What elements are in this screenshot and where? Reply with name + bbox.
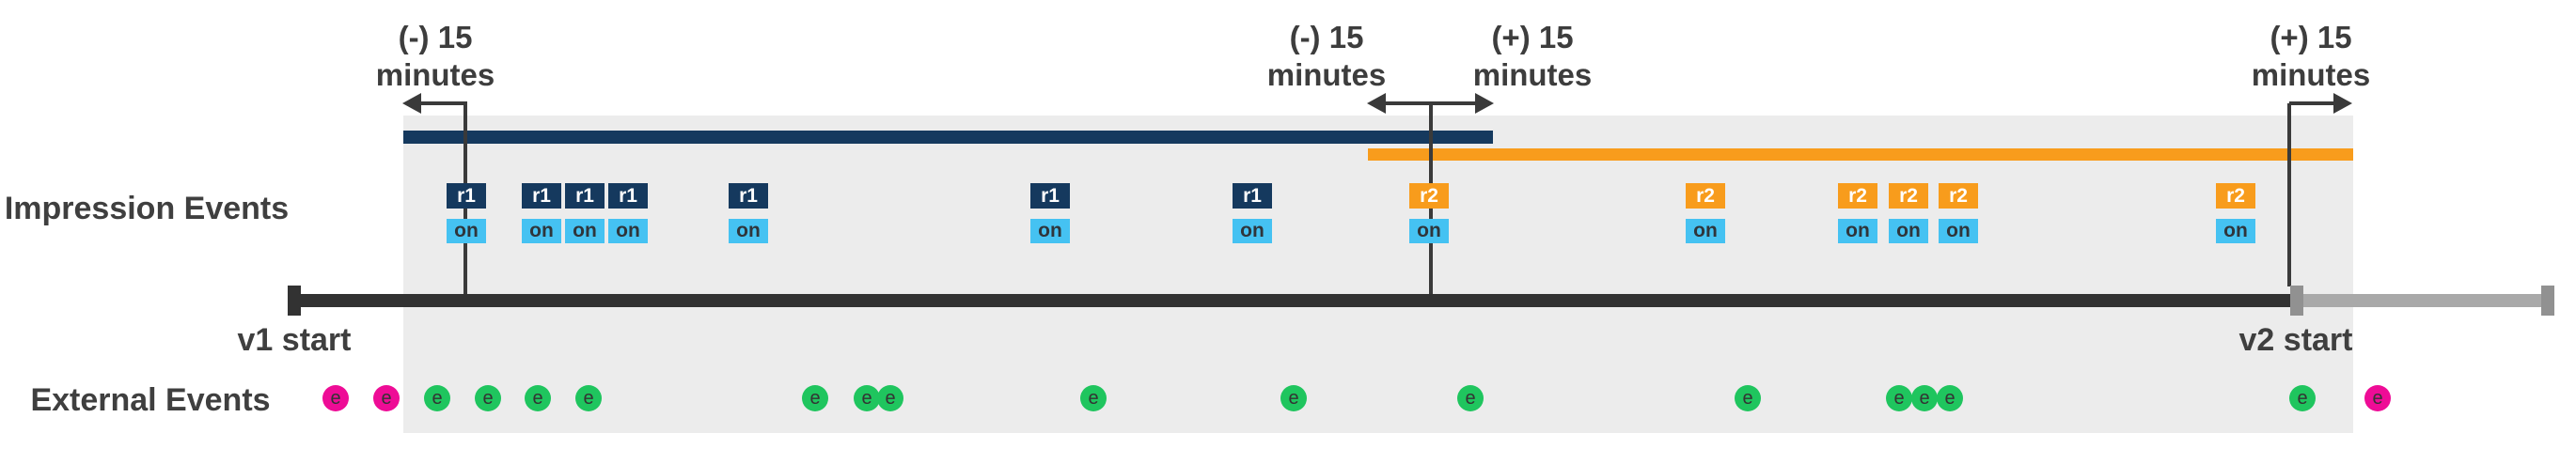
mid-plus15-label: (+) 15 minutes (1429, 19, 1636, 94)
external-event-circle-green: e (1080, 385, 1107, 411)
external-event-circle-green: e (575, 385, 602, 411)
v2-plus15-arrowhead-icon (2333, 93, 2352, 114)
external-event-circle-pink: e (2364, 385, 2391, 411)
v1-minus15-line2: minutes (375, 57, 495, 92)
impression-box-r2: r2 (1686, 183, 1725, 209)
impression-state-box: on (565, 219, 605, 243)
mid-arrow-line (1384, 101, 1477, 105)
impression-box-r2: r2 (1939, 183, 1978, 209)
mid-arrowhead-left-icon (1367, 93, 1386, 114)
impression-state-box: on (1889, 219, 1928, 243)
v1-start-label: v1 start (237, 322, 352, 358)
timeline-v2-start-cap (2290, 286, 2303, 316)
external-event-circle-green: e (525, 385, 551, 411)
v2-plus15-line1: (+) 15 (2270, 20, 2352, 54)
experiment-window-panel (403, 116, 2353, 433)
impression-box-r1: r1 (1030, 183, 1070, 209)
impression-state-box: on (729, 219, 768, 243)
external-event-circle-green: e (424, 385, 450, 411)
external-event-circle-green: e (1937, 385, 1963, 411)
impression-box-r2: r2 (1838, 183, 1877, 209)
impression-state-box: on (1409, 219, 1449, 243)
impression-box-r1: r1 (447, 183, 486, 209)
impression-box-r1: r1 (608, 183, 648, 209)
v1-minus15-arrowhead-icon (402, 93, 421, 114)
v1-release-bar (403, 131, 1493, 144)
impression-box-r1: r1 (1233, 183, 1272, 209)
external-event-circle-green: e (475, 385, 501, 411)
timeline-v1-start-cap (288, 286, 301, 316)
external-event-circle-green: e (1457, 385, 1484, 411)
mid-plus15-line2: minutes (1472, 57, 1593, 92)
external-events-row-label: External Events (30, 382, 271, 418)
mid-minus15-line2: minutes (1266, 57, 1387, 92)
timeline-v2-end-cap (2541, 286, 2554, 316)
impression-state-box: on (1030, 219, 1070, 243)
external-event-circle-green: e (1886, 385, 1912, 411)
impression-state-box: on (522, 219, 561, 243)
impression-box-r1: r1 (565, 183, 605, 209)
impression-box-r2: r2 (2216, 183, 2255, 209)
impression-box-r1: r1 (522, 183, 561, 209)
external-event-circle-green: e (854, 385, 880, 411)
impression-events-row-label: Impression Events (4, 191, 290, 226)
v2-release-bar (1368, 148, 2353, 161)
impression-state-box: on (2216, 219, 2255, 243)
v1-minus15-arrow-line (419, 101, 467, 105)
v2-start-label: v2 start (2238, 322, 2353, 358)
external-event-circle-green: e (2289, 385, 2316, 411)
mid-minus15-label: (-) 15 minutes (1223, 19, 1430, 94)
impression-state-box: on (608, 219, 648, 243)
v2-plus15-arrow-line (2289, 101, 2333, 105)
impression-state-box: on (1939, 219, 1978, 243)
impression-state-box: on (447, 219, 486, 243)
mid-arrowhead-right-icon (1475, 93, 1494, 114)
timeline-v2-segment (2290, 294, 2554, 307)
impression-state-box: on (1838, 219, 1877, 243)
impression-state-box: on (1686, 219, 1725, 243)
impression-box-r1: r1 (729, 183, 768, 209)
impression-state-box: on (1233, 219, 1272, 243)
impression-box-r2: r2 (1889, 183, 1928, 209)
v2-plus15-stem (2287, 103, 2291, 286)
external-event-circle-green: e (1911, 385, 1938, 411)
impression-box-r2: r2 (1409, 183, 1449, 209)
external-event-circle-green: e (802, 385, 828, 411)
timeline-v1-segment (288, 294, 2290, 307)
external-event-circle-green: e (1280, 385, 1307, 411)
v2-plus15-label: (+) 15 minutes (2207, 19, 2414, 94)
v1-minus15-line1: (-) 15 (398, 20, 473, 54)
external-event-circle-pink: e (322, 385, 349, 411)
v1-minus15-label: (-) 15 minutes (332, 19, 539, 94)
external-event-circle-green: e (1735, 385, 1761, 411)
external-event-circle-pink: e (373, 385, 400, 411)
v2-plus15-line2: minutes (2251, 57, 2371, 92)
mid-minus15-line1: (-) 15 (1289, 20, 1364, 54)
external-event-circle-green: e (877, 385, 903, 411)
mid-plus15-line1: (+) 15 (1491, 20, 1574, 54)
